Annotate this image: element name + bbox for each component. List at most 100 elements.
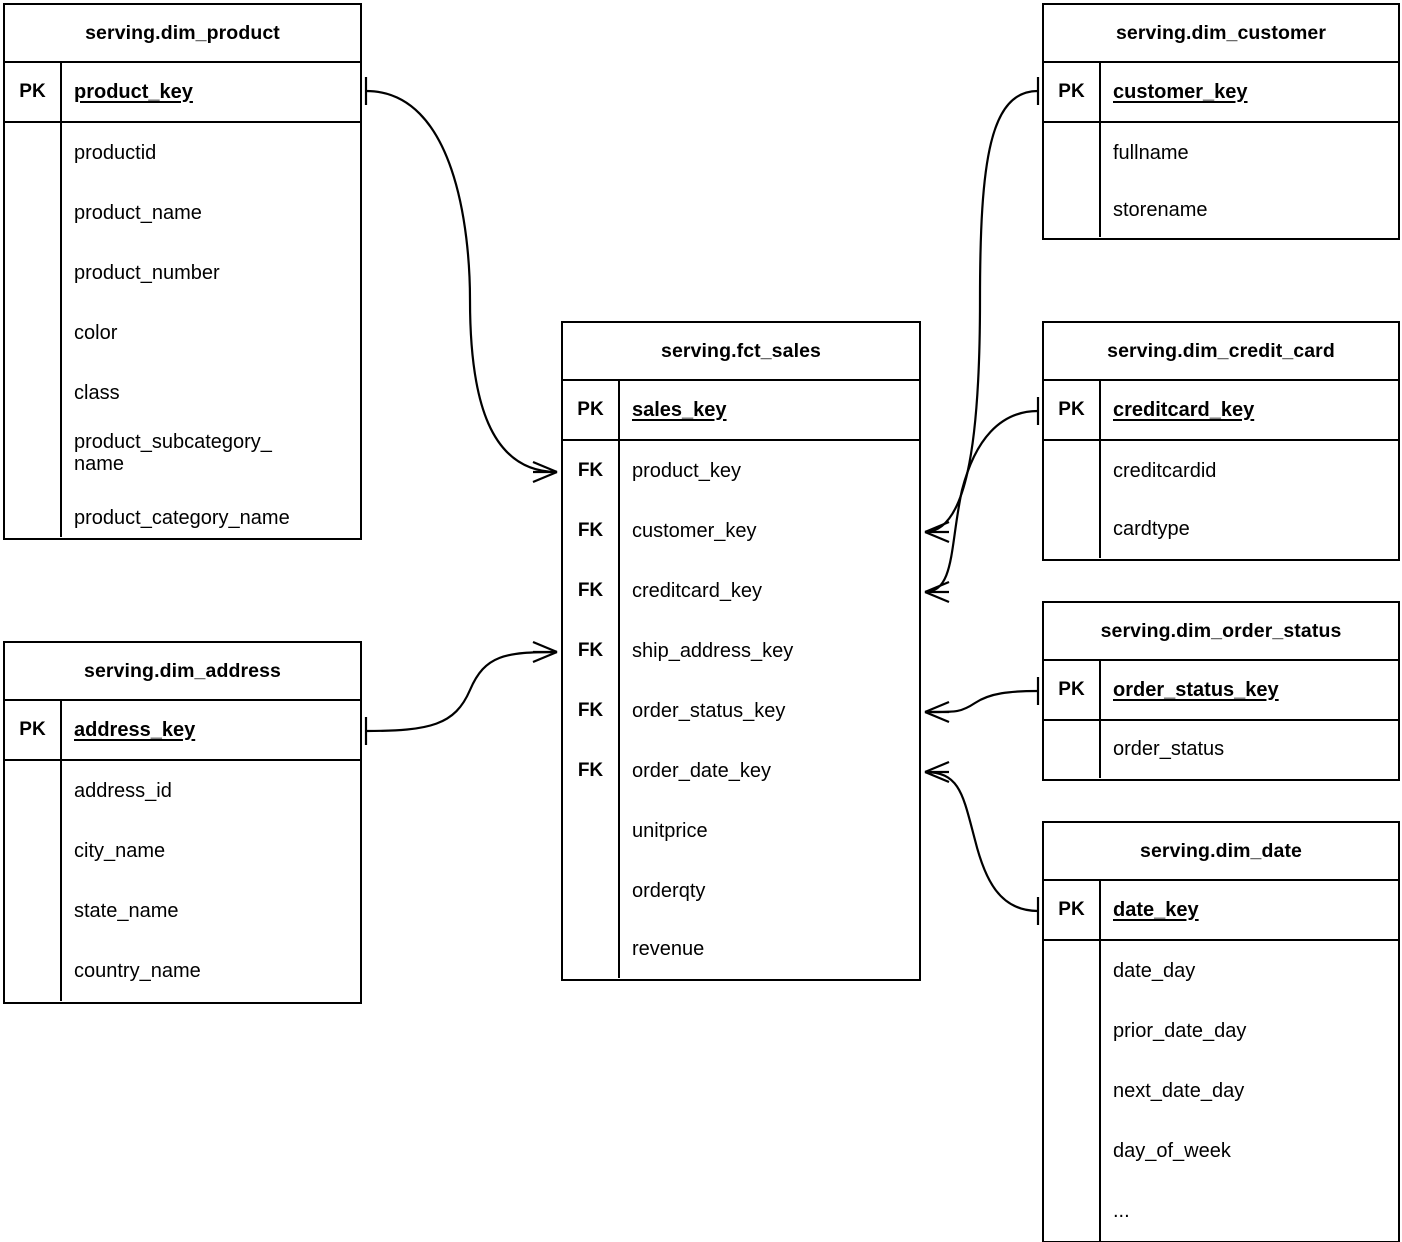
entity-dim-customer[interactable]: serving.dim_customer PK customer_key ful…	[1042, 3, 1400, 240]
column-name: customer_key	[632, 519, 757, 542]
column-name: creditcardid	[1113, 459, 1217, 482]
column-name: product_category_name	[74, 507, 290, 530]
pk-column-name: product_key	[74, 80, 193, 103]
entity-title: serving.dim_credit_card	[1044, 323, 1398, 381]
key-cell	[5, 183, 60, 243]
entity-columns: date_day prior_date_day next_date_day da…	[1044, 941, 1398, 1241]
entity-dim-address[interactable]: serving.dim_address PK address_key addre…	[3, 641, 362, 1004]
key-cell	[5, 243, 60, 303]
column-name: unitprice	[632, 819, 708, 842]
entity-pk-row: PK address_key	[5, 701, 360, 761]
column-name: product_number	[74, 261, 220, 284]
key-cell	[1044, 441, 1099, 501]
key-cell	[1044, 183, 1099, 237]
key-cell	[1044, 1181, 1099, 1241]
entity-pk-row: PK sales_key	[563, 381, 919, 441]
entity-columns: FK FK FK FK FK FK product_key customer_k…	[563, 441, 919, 978]
entity-dim-date[interactable]: serving.dim_date PK date_key date_day pr…	[1042, 821, 1400, 1242]
entity-title: serving.dim_address	[5, 643, 360, 701]
key-cell	[5, 423, 60, 500]
edge-address-to-sales	[364, 640, 558, 745]
pk-badge: PK	[1044, 63, 1101, 121]
pk-column-name: address_key	[74, 718, 196, 741]
key-cell-fk: FK	[577, 520, 604, 541]
column-name: order_date_key	[632, 759, 771, 782]
key-cell-fk: FK	[577, 640, 604, 661]
column-name: fullname	[1113, 141, 1189, 164]
key-cell	[5, 500, 60, 537]
entity-key-column	[5, 123, 62, 537]
entity-pk-row: PK customer_key	[1044, 63, 1398, 123]
key-cell-fk: FK	[577, 580, 604, 601]
column-name: city_name	[74, 839, 166, 862]
pk-badge: PK	[1044, 881, 1101, 939]
edge-customer-to-sales	[924, 77, 1040, 544]
key-cell	[1044, 1001, 1099, 1061]
key-cell	[1044, 1121, 1099, 1181]
entity-title: serving.fct_sales	[563, 323, 919, 381]
key-cell	[1044, 941, 1099, 1001]
entity-dim-credit-card[interactable]: serving.dim_credit_card PK creditcard_ke…	[1042, 321, 1400, 561]
pk-badge: PK	[1044, 661, 1101, 719]
pk-column-name: sales_key	[632, 398, 727, 421]
entity-title: serving.dim_product	[5, 5, 360, 63]
entity-name-column: productid product_name product_number co…	[62, 123, 360, 537]
entity-pk-row: PK order_status_key	[1044, 661, 1398, 721]
column-name: class	[74, 381, 120, 404]
key-cell	[1044, 721, 1099, 778]
column-name: productid	[74, 141, 157, 164]
pk-column-name: order_status_key	[1113, 678, 1279, 701]
key-cell	[1044, 501, 1099, 558]
entity-key-column	[1044, 941, 1101, 1241]
column-name: date_day	[1113, 959, 1196, 982]
entity-columns: address_id city_name state_name country_…	[5, 761, 360, 1001]
edge-creditcard-to-sales	[924, 397, 1040, 604]
key-cell	[5, 363, 60, 423]
column-name: country_name	[74, 959, 201, 982]
entity-fct-sales[interactable]: serving.fct_sales PK sales_key FK FK FK …	[561, 321, 921, 981]
entity-key-column	[5, 761, 62, 1001]
entity-key-column: FK FK FK FK FK FK	[563, 441, 620, 978]
entity-name-column: address_id city_name state_name country_…	[62, 761, 360, 1001]
key-cell-fk: FK	[577, 460, 604, 481]
column-name: product_key	[632, 459, 741, 482]
entity-dim-product[interactable]: serving.dim_product PK product_key produ…	[3, 3, 362, 540]
entity-columns: fullname storename	[1044, 123, 1398, 237]
key-cell	[563, 861, 618, 921]
edge-orderstatus-to-sales	[924, 677, 1040, 724]
entity-pk-row: PK product_key	[5, 63, 360, 123]
column-name: day_of_week	[1113, 1139, 1231, 1162]
pk-badge: PK	[563, 381, 620, 439]
column-name: color	[74, 321, 118, 344]
column-name: revenue	[632, 938, 705, 961]
entity-name-column: date_day prior_date_day next_date_day da…	[1101, 941, 1398, 1241]
column-name: prior_date_day	[1113, 1019, 1247, 1042]
pk-badge: PK	[5, 701, 62, 759]
column-name: product_name	[74, 201, 202, 224]
key-cell	[5, 761, 60, 821]
key-cell-fk: FK	[577, 760, 604, 781]
entity-name-column: product_key customer_key creditcard_key …	[620, 441, 919, 978]
column-name: address_id	[74, 779, 172, 802]
entity-pk-row: PK date_key	[1044, 881, 1398, 941]
key-cell-fk: FK	[577, 700, 604, 721]
column-name: cardtype	[1113, 518, 1190, 541]
edge-date-to-sales	[924, 760, 1040, 925]
key-cell	[1044, 1061, 1099, 1121]
key-cell	[5, 123, 60, 183]
key-cell	[5, 881, 60, 941]
entity-key-column	[1044, 721, 1101, 778]
entity-dim-order-status[interactable]: serving.dim_order_status PK order_status…	[1042, 601, 1400, 781]
column-name: state_name	[74, 899, 179, 922]
column-name: product_subcategory_ name	[74, 431, 272, 476]
column-name: creditcard_key	[632, 579, 763, 602]
key-cell	[5, 821, 60, 881]
key-cell	[563, 921, 618, 978]
key-cell	[5, 303, 60, 363]
entity-pk-row: PK creditcard_key	[1044, 381, 1398, 441]
entity-key-column	[1044, 441, 1101, 558]
entity-title: serving.dim_date	[1044, 823, 1398, 881]
pk-badge: PK	[5, 63, 62, 121]
entity-name-column: creditcardid cardtype	[1101, 441, 1398, 558]
